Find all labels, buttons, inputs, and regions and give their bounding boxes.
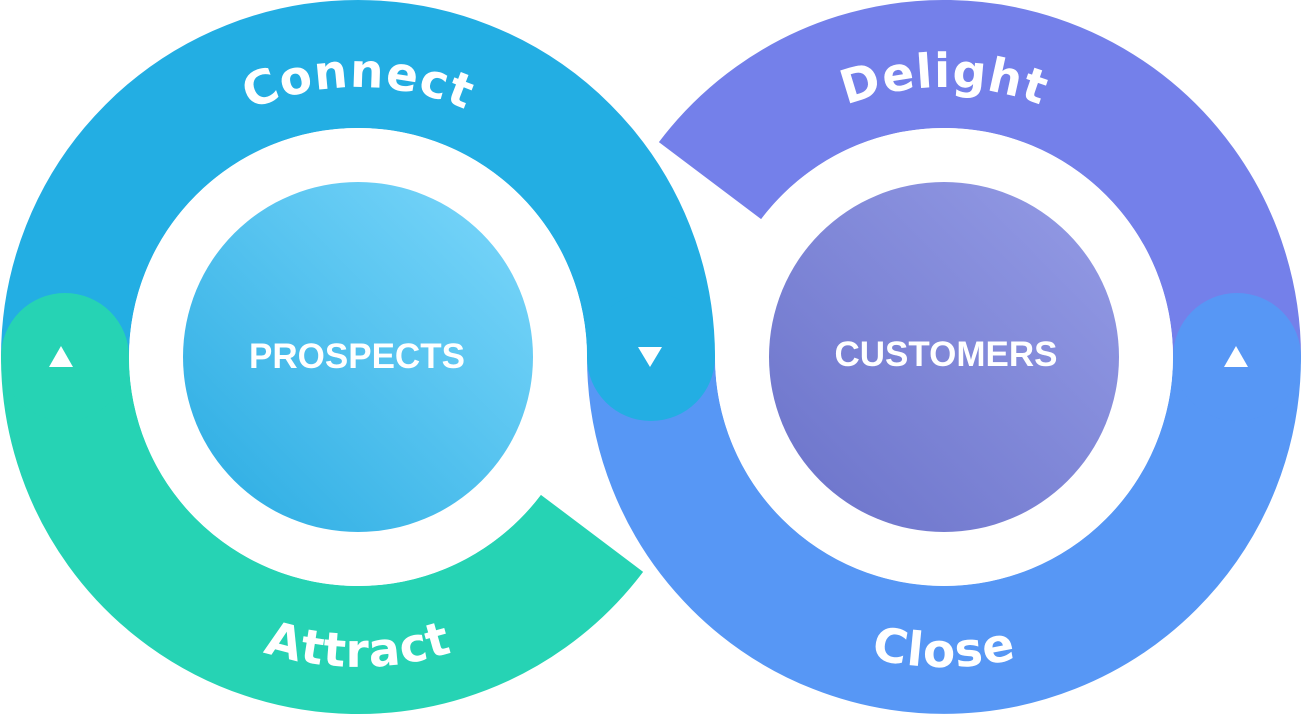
customers-label: CUSTOMERS bbox=[835, 335, 1058, 374]
close-stage-arc bbox=[587, 356, 1301, 714]
prospects-core bbox=[183, 182, 533, 532]
separator-gap bbox=[357, 0, 725, 358]
triangle-up-icon bbox=[1224, 346, 1248, 367]
attract-stage-arc bbox=[1, 356, 644, 714]
customers-core bbox=[769, 182, 1119, 532]
triangle-down-icon bbox=[638, 347, 662, 367]
prospects-label: PROSPECTS bbox=[249, 337, 465, 376]
triangle-up-icon bbox=[49, 346, 73, 367]
close-label: Close bbox=[869, 616, 1020, 679]
delight-stage-arc bbox=[658, 0, 1301, 358]
close-label-text: Close bbox=[869, 616, 1019, 679]
separator-gap bbox=[577, 356, 883, 715]
connect-stage-arc bbox=[1, 0, 715, 358]
